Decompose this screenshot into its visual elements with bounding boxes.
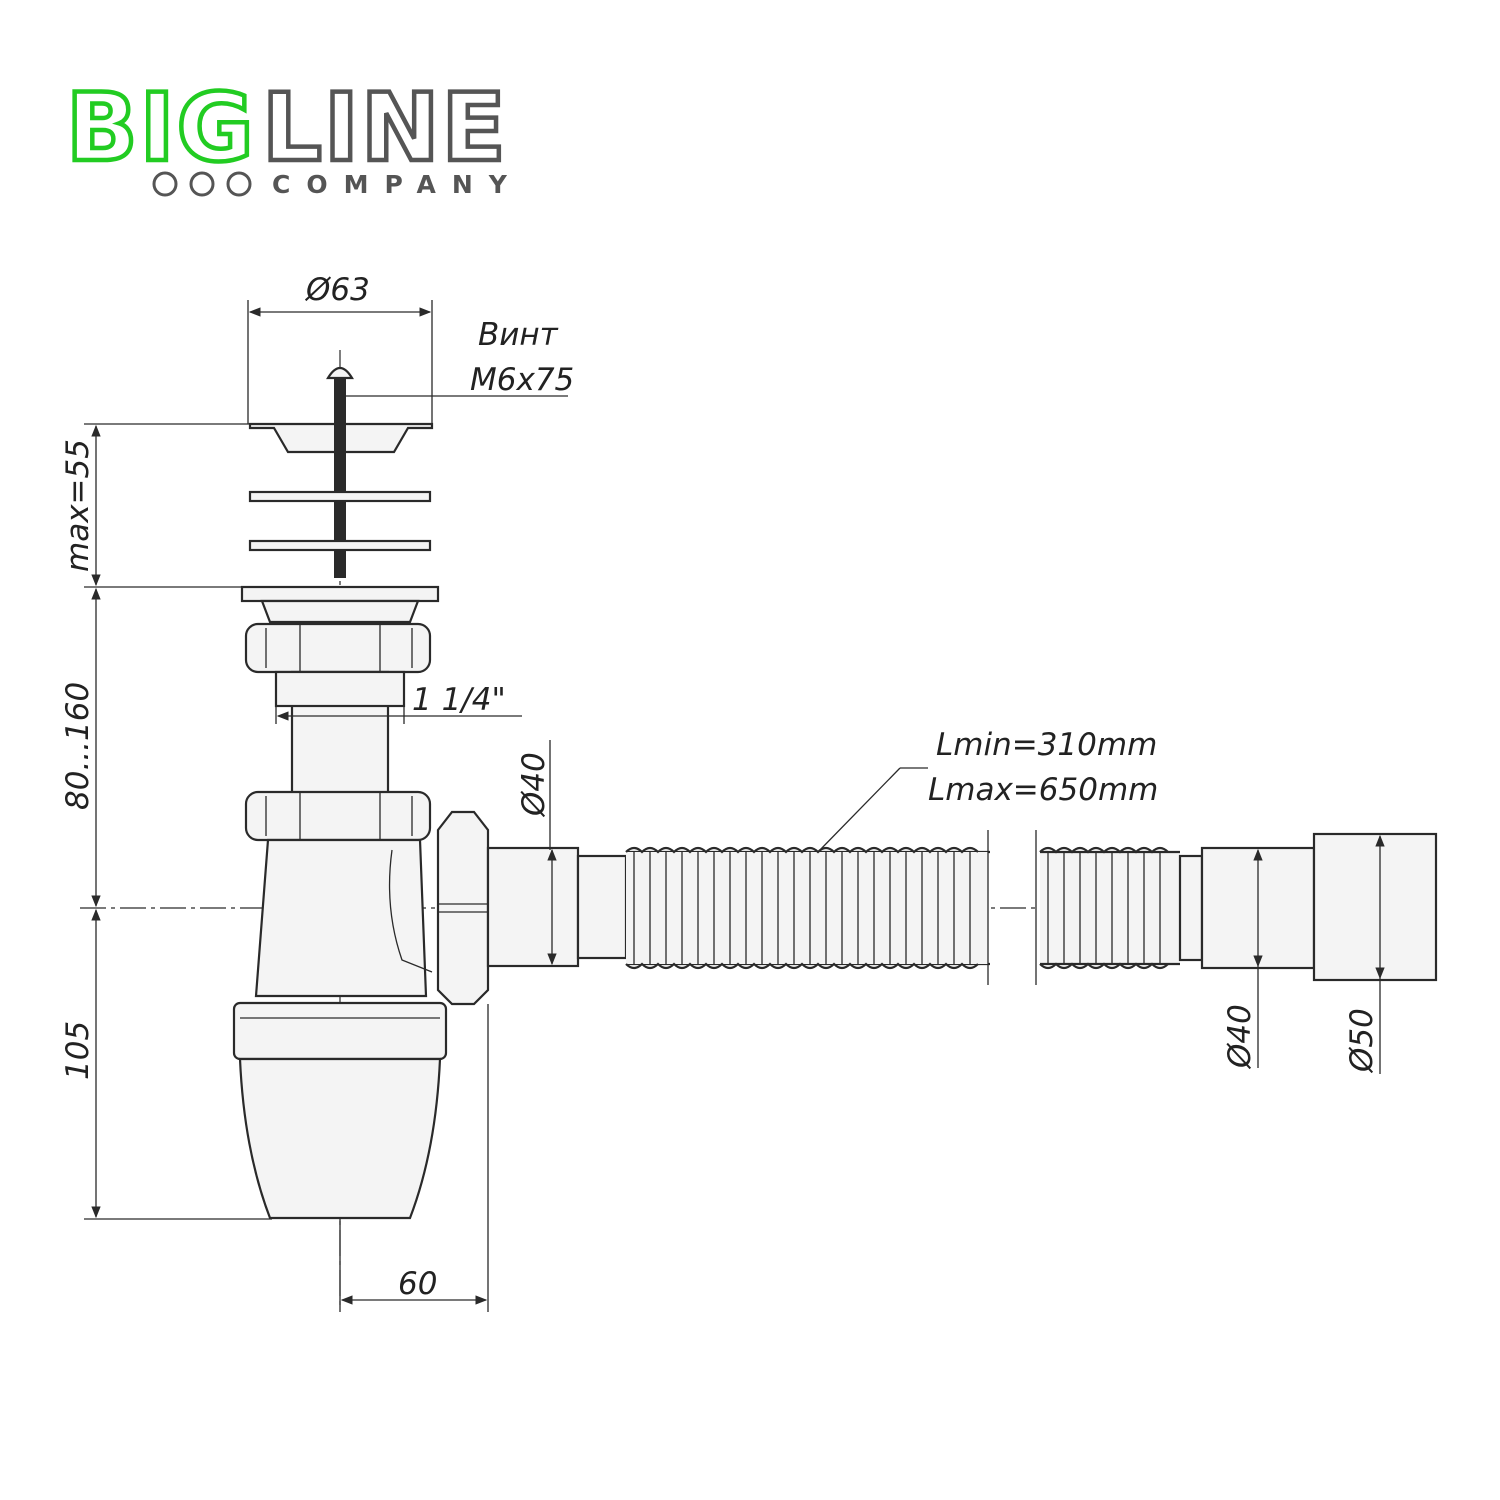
logo-brand-big: BIG	[66, 74, 256, 183]
logo-company: COMPANY	[272, 170, 523, 199]
label-hose-lmin: Lmin=310mm	[936, 727, 1157, 763]
dimension-labels: Ø63 Винт M6x75 max=55 80...160 1 1/4" Ø4…	[60, 272, 1380, 1302]
siphon-cup	[238, 1057, 442, 1220]
label-end-diameter-50: Ø50	[1344, 1008, 1380, 1074]
washer-2	[248, 539, 432, 552]
center-lines	[80, 350, 1060, 1310]
siphon-body	[254, 838, 428, 998]
outlet-sleeve	[576, 854, 628, 960]
outlet-pipe	[486, 846, 580, 968]
screw-shaft	[334, 378, 346, 578]
lower-nut	[244, 790, 432, 842]
label-bottom-height: 105	[60, 1021, 96, 1080]
label-end-diameter-40: Ø40	[1222, 1004, 1258, 1070]
siphon-band	[232, 1001, 448, 1061]
washer-1	[248, 490, 432, 503]
bigline-logo: BIG LINE COMPANY	[64, 72, 523, 199]
outlet-flange	[240, 585, 440, 603]
logo-brand-line: LINE	[262, 74, 508, 183]
hose-end-collar	[1178, 854, 1204, 962]
label-offset-width: 60	[398, 1266, 437, 1302]
hose-end-pipe-50	[1312, 832, 1438, 982]
label-hose-lmax: Lmax=650mm	[928, 772, 1158, 808]
label-outlet-diameter: Ø40	[516, 752, 552, 818]
logo-circles	[152, 171, 252, 197]
dimension-lines	[84, 300, 1385, 1312]
label-screw-spec: M6x75	[470, 362, 574, 398]
outlet-hose	[486, 830, 1438, 985]
label-max-height: max=55	[60, 439, 96, 572]
side-nut	[436, 810, 490, 1006]
top-nut	[244, 622, 432, 674]
siphon-assembly	[232, 366, 490, 1220]
screw-head	[326, 366, 354, 380]
label-screw: Винт	[478, 317, 559, 353]
label-top-diameter: Ø63	[304, 272, 370, 308]
flange-neck	[260, 599, 420, 624]
pipe-collar	[274, 670, 406, 708]
corrugated-hose-left	[625, 830, 990, 985]
label-thread: 1 1/4"	[412, 682, 506, 718]
label-adjust-height: 80...160	[60, 682, 96, 810]
corrugated-hose-right	[1035, 830, 1180, 985]
